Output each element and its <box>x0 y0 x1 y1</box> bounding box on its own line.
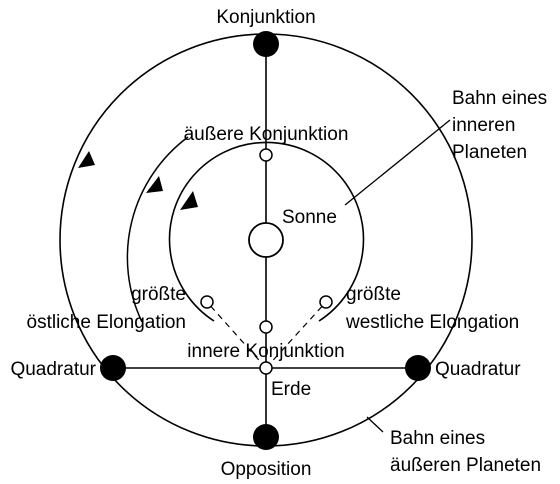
label-westliche-elongation: westliche Elongation <box>345 312 519 333</box>
earth-orbit-arc <box>126 136 189 323</box>
label-quadratur-links: Quadratur <box>10 359 96 380</box>
outer-planet-quadrature-west <box>405 355 431 381</box>
inner-orbit-arrow <box>180 191 198 210</box>
outer-planet-opposition <box>253 424 279 450</box>
sun <box>248 222 284 258</box>
label-groesste-links: größte <box>131 284 186 305</box>
label-opposition: Opposition <box>221 459 312 480</box>
label-bahn-innerer-3: Planeten <box>452 142 527 163</box>
label-bahn-aeusserer-1: Bahn eines <box>390 428 485 449</box>
outer-planet-conjunction <box>253 31 279 57</box>
label-sonne: Sonne <box>282 207 337 228</box>
label-groesste-rechts: größte <box>346 284 401 305</box>
label-erde: Erde <box>271 379 311 400</box>
inner-planet-greatest-western-elongation <box>319 295 333 309</box>
elongation-line-west <box>265 301 327 369</box>
inner-planet-inferior-conjunction <box>259 320 273 334</box>
inner-orbit-leader <box>344 119 451 206</box>
label-aeussere-konjunktion: äußere Konjunktion <box>184 124 349 145</box>
inner-planet-greatest-eastern-elongation <box>200 295 214 309</box>
earth-orbit-arrow <box>146 176 163 193</box>
inner-planet-superior-conjunction <box>259 148 273 162</box>
outer-orbit-arrow <box>78 151 95 168</box>
label-oestliche-elongation: östliche Elongation <box>27 312 187 333</box>
label-innere-konjunktion: innere Konjunktion <box>187 341 344 362</box>
outer-planet-quadrature-east <box>100 355 126 381</box>
label-bahn-aeusserer-2: äußeren Planeten <box>390 455 541 476</box>
label-quadratur-rechts: Quadratur <box>435 359 521 380</box>
label-konjunktion: Konjunktion <box>216 7 315 28</box>
earth <box>259 361 273 375</box>
elongation-line-east <box>206 301 267 369</box>
outer-orbit-leader <box>366 416 384 433</box>
label-bahn-innerer-2: inneren <box>452 115 515 136</box>
label-bahn-innerer-1: Bahn eines <box>452 88 547 109</box>
